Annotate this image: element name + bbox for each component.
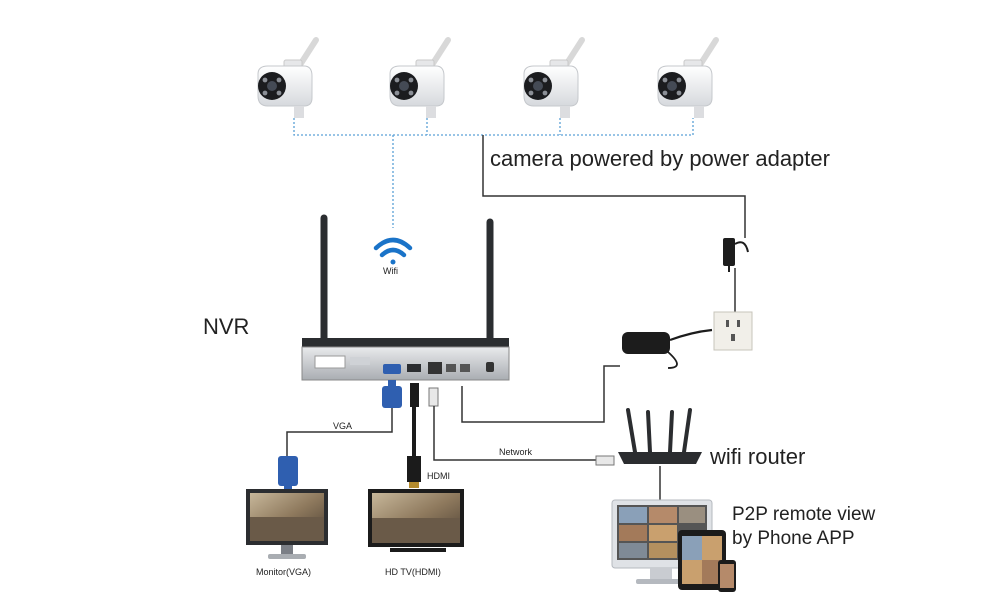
hdmi-label: HDMI bbox=[427, 471, 450, 481]
monitor-icon bbox=[246, 489, 328, 559]
nvr-power-cable bbox=[461, 365, 620, 423]
camera-icon bbox=[390, 40, 448, 118]
p2p-label-line1: P2P remote view bbox=[732, 504, 876, 525]
wifi-label: Wifi bbox=[383, 266, 398, 276]
vga-label: VGA bbox=[333, 421, 353, 431]
camera-icon bbox=[524, 40, 582, 118]
vga-cable bbox=[278, 380, 402, 492]
nvr-icon bbox=[301, 214, 510, 381]
phone-icon bbox=[718, 560, 736, 592]
camera-4 bbox=[658, 40, 716, 118]
power-adapter-icon bbox=[723, 238, 749, 272]
nvr-label: NVR bbox=[203, 314, 250, 339]
hdmi-cable bbox=[407, 383, 421, 488]
camera-power-cable bbox=[482, 135, 746, 238]
tablet-icon bbox=[678, 530, 726, 590]
router-label: wifi router bbox=[710, 444, 806, 469]
camera-1 bbox=[258, 40, 316, 118]
network-cable bbox=[428, 387, 615, 466]
camera-2 bbox=[390, 40, 448, 118]
network-label: Network bbox=[499, 447, 533, 457]
router-icon bbox=[618, 408, 702, 464]
camera-power-label: camera powered by power adapter bbox=[490, 146, 830, 171]
camera-icon bbox=[258, 40, 316, 118]
power-adapter-icon bbox=[622, 328, 713, 369]
wireless-link bbox=[293, 118, 694, 228]
wall-socket-icon bbox=[713, 311, 753, 351]
tv-icon bbox=[368, 489, 464, 552]
hdtv-label: HD TV(HDMI) bbox=[385, 567, 441, 577]
monitor-label: Monitor(VGA) bbox=[256, 567, 312, 577]
camera-icon bbox=[658, 40, 716, 118]
p2p-label-line2: by Phone APP bbox=[732, 528, 855, 549]
camera-3 bbox=[524, 40, 582, 118]
wifi-icon bbox=[373, 237, 413, 265]
